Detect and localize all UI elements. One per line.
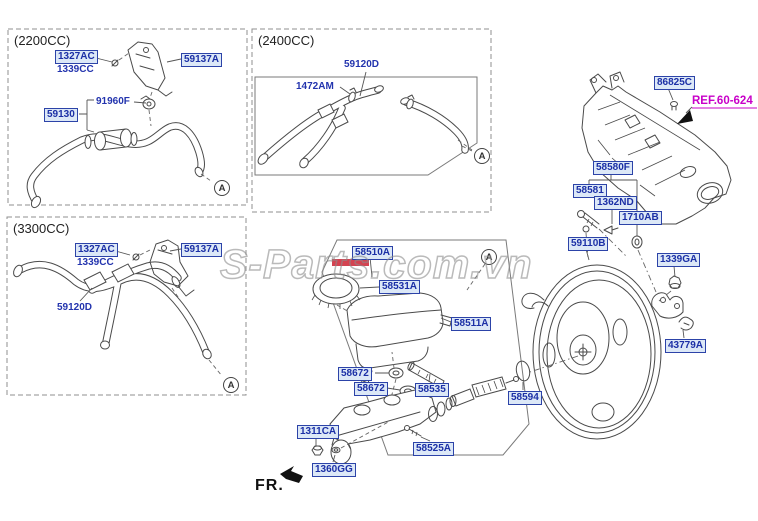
part-label-59130[interactable]: 59130: [44, 108, 78, 122]
connector-a-2400: A: [474, 148, 490, 164]
part-label-58581[interactable]: 58581: [573, 184, 607, 198]
part-label-1327ac-2200[interactable]: 1327AC: [55, 50, 98, 64]
part-label-91960f[interactable]: 91960F: [96, 96, 130, 107]
part-label-1339cc-2200[interactable]: 1339CC: [57, 64, 94, 75]
part-label-43779a[interactable]: 43779A: [665, 339, 707, 353]
ref-link-60-624[interactable]: REF.60-624: [692, 95, 753, 107]
part-label-59110b[interactable]: 59110B: [568, 237, 609, 251]
part-label-1339cc-3300[interactable]: 1339CC: [77, 257, 114, 268]
part-label-58531a[interactable]: 58531A: [379, 280, 421, 294]
part-label-58525a[interactable]: 58525A: [413, 442, 455, 456]
part-label-1360gg[interactable]: 1360GG: [312, 463, 356, 477]
part-label-58580f[interactable]: 58580F: [593, 161, 633, 175]
connector-a-2200: A: [214, 180, 230, 196]
part-label-59137a-3300[interactable]: 59137A: [181, 243, 223, 257]
part-label-1311ca[interactable]: 1311CA: [297, 425, 340, 439]
booster-fitting-drawing: [577, 175, 657, 293]
section-title-2200cc: (2200CC): [14, 33, 71, 48]
part-label-58510a[interactable]: 58510A: [352, 246, 394, 260]
watermark-red-underline: [332, 259, 369, 266]
section-title-3300cc: (3300CC): [13, 221, 70, 236]
part-label-1327ac-3300[interactable]: 1327AC: [75, 243, 118, 257]
part-label-1472am[interactable]: 1472AM: [296, 81, 334, 92]
hose-2400-drawing: [257, 71, 475, 169]
connector-a-center: A: [481, 249, 497, 265]
fr-direction-arrow: [280, 466, 303, 483]
part-label-1339ga[interactable]: 1339GA: [657, 253, 701, 267]
part-label-58594[interactable]: 58594: [508, 391, 542, 405]
section-boxes: [6, 28, 530, 456]
section-title-2400cc: (2400CC): [258, 33, 315, 48]
part-label-59120d-2400[interactable]: 59120D: [344, 59, 380, 70]
brake-booster-drawing: [515, 225, 694, 440]
part-label-86825c[interactable]: 86825C: [654, 76, 696, 90]
part-label-58535[interactable]: 58535: [415, 383, 449, 397]
part-label-58672-1[interactable]: 58672: [338, 367, 372, 381]
fr-label: FR.: [255, 477, 284, 494]
part-label-58511a[interactable]: 58511A: [451, 317, 492, 331]
part-label-58672-2[interactable]: 58672: [354, 382, 388, 396]
part-label-59137a-2200[interactable]: 59137A: [181, 53, 223, 67]
part-label-1362nd[interactable]: 1362ND: [594, 196, 637, 210]
part-label-1710ab[interactable]: 1710AB: [619, 211, 662, 225]
part-label-59120d-3300[interactable]: 59120D: [57, 302, 93, 313]
connector-a-3300: A: [223, 377, 239, 393]
hose-2200-drawing: [26, 41, 212, 209]
hose-3300-drawing: [13, 239, 223, 377]
